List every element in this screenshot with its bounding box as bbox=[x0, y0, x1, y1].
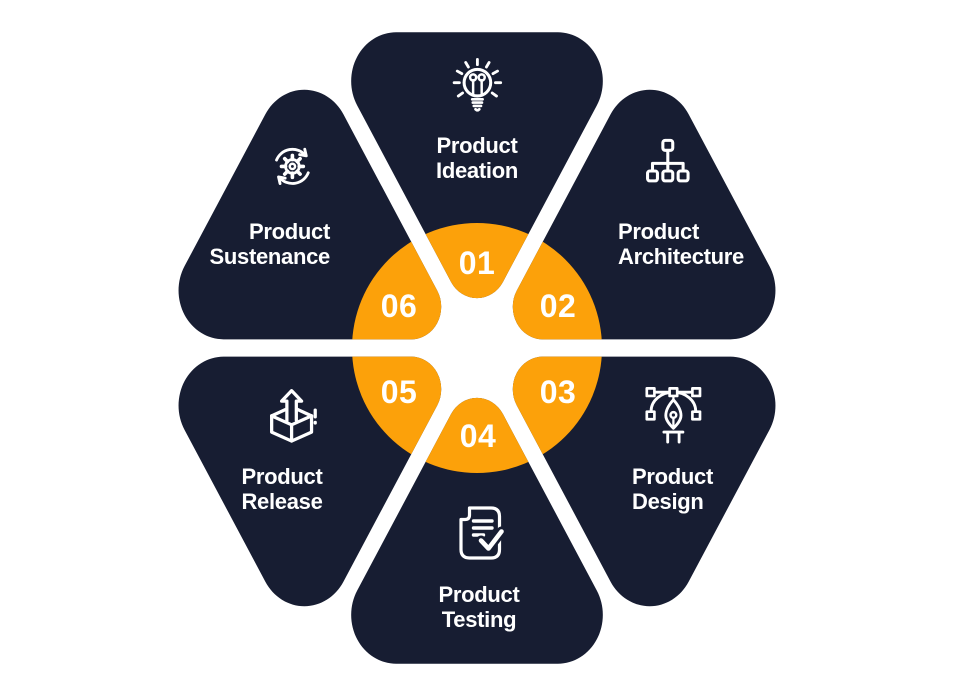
segment-ideation-shape bbox=[351, 32, 603, 299]
release-label-line2: Release bbox=[241, 489, 322, 514]
step-number-03: 03 bbox=[540, 374, 577, 410]
idea-bulb-icon bbox=[452, 57, 503, 112]
document-check-icon bbox=[459, 506, 507, 560]
sustenance-label-line2: Sustenance bbox=[210, 244, 331, 269]
design-label-line2: Design bbox=[632, 489, 704, 514]
step-number-06: 06 bbox=[381, 288, 418, 324]
step-number-05: 05 bbox=[381, 374, 418, 410]
release-label-line1: Product bbox=[241, 464, 323, 489]
step-numbers: 01 02 03 04 05 06 bbox=[381, 245, 577, 454]
segment-triangles bbox=[178, 32, 776, 664]
testing-label-line1: Product bbox=[438, 582, 520, 607]
sustenance-label-line1: Product bbox=[249, 219, 331, 244]
testing-label-line2: Testing bbox=[442, 607, 517, 632]
sitemap-icon bbox=[646, 138, 690, 183]
architecture-label-line2: Architecture bbox=[618, 244, 744, 269]
step-number-01: 01 bbox=[459, 245, 496, 281]
step-number-04: 04 bbox=[460, 418, 497, 454]
design-label-line1: Product bbox=[632, 464, 714, 489]
ideation-label-line2: Ideation bbox=[436, 158, 518, 183]
step-number-02: 02 bbox=[540, 288, 577, 324]
architecture-label-line1: Product bbox=[618, 219, 700, 244]
pen-tool-icon bbox=[645, 387, 702, 444]
segment-labels: Product Ideation Product Architecture Pr… bbox=[210, 133, 745, 632]
box-arrow-up-icon bbox=[270, 389, 317, 443]
ideation-label-line1: Product bbox=[436, 133, 518, 158]
segment-testing-shape bbox=[351, 397, 603, 664]
gear-cycle-icon bbox=[275, 147, 310, 186]
